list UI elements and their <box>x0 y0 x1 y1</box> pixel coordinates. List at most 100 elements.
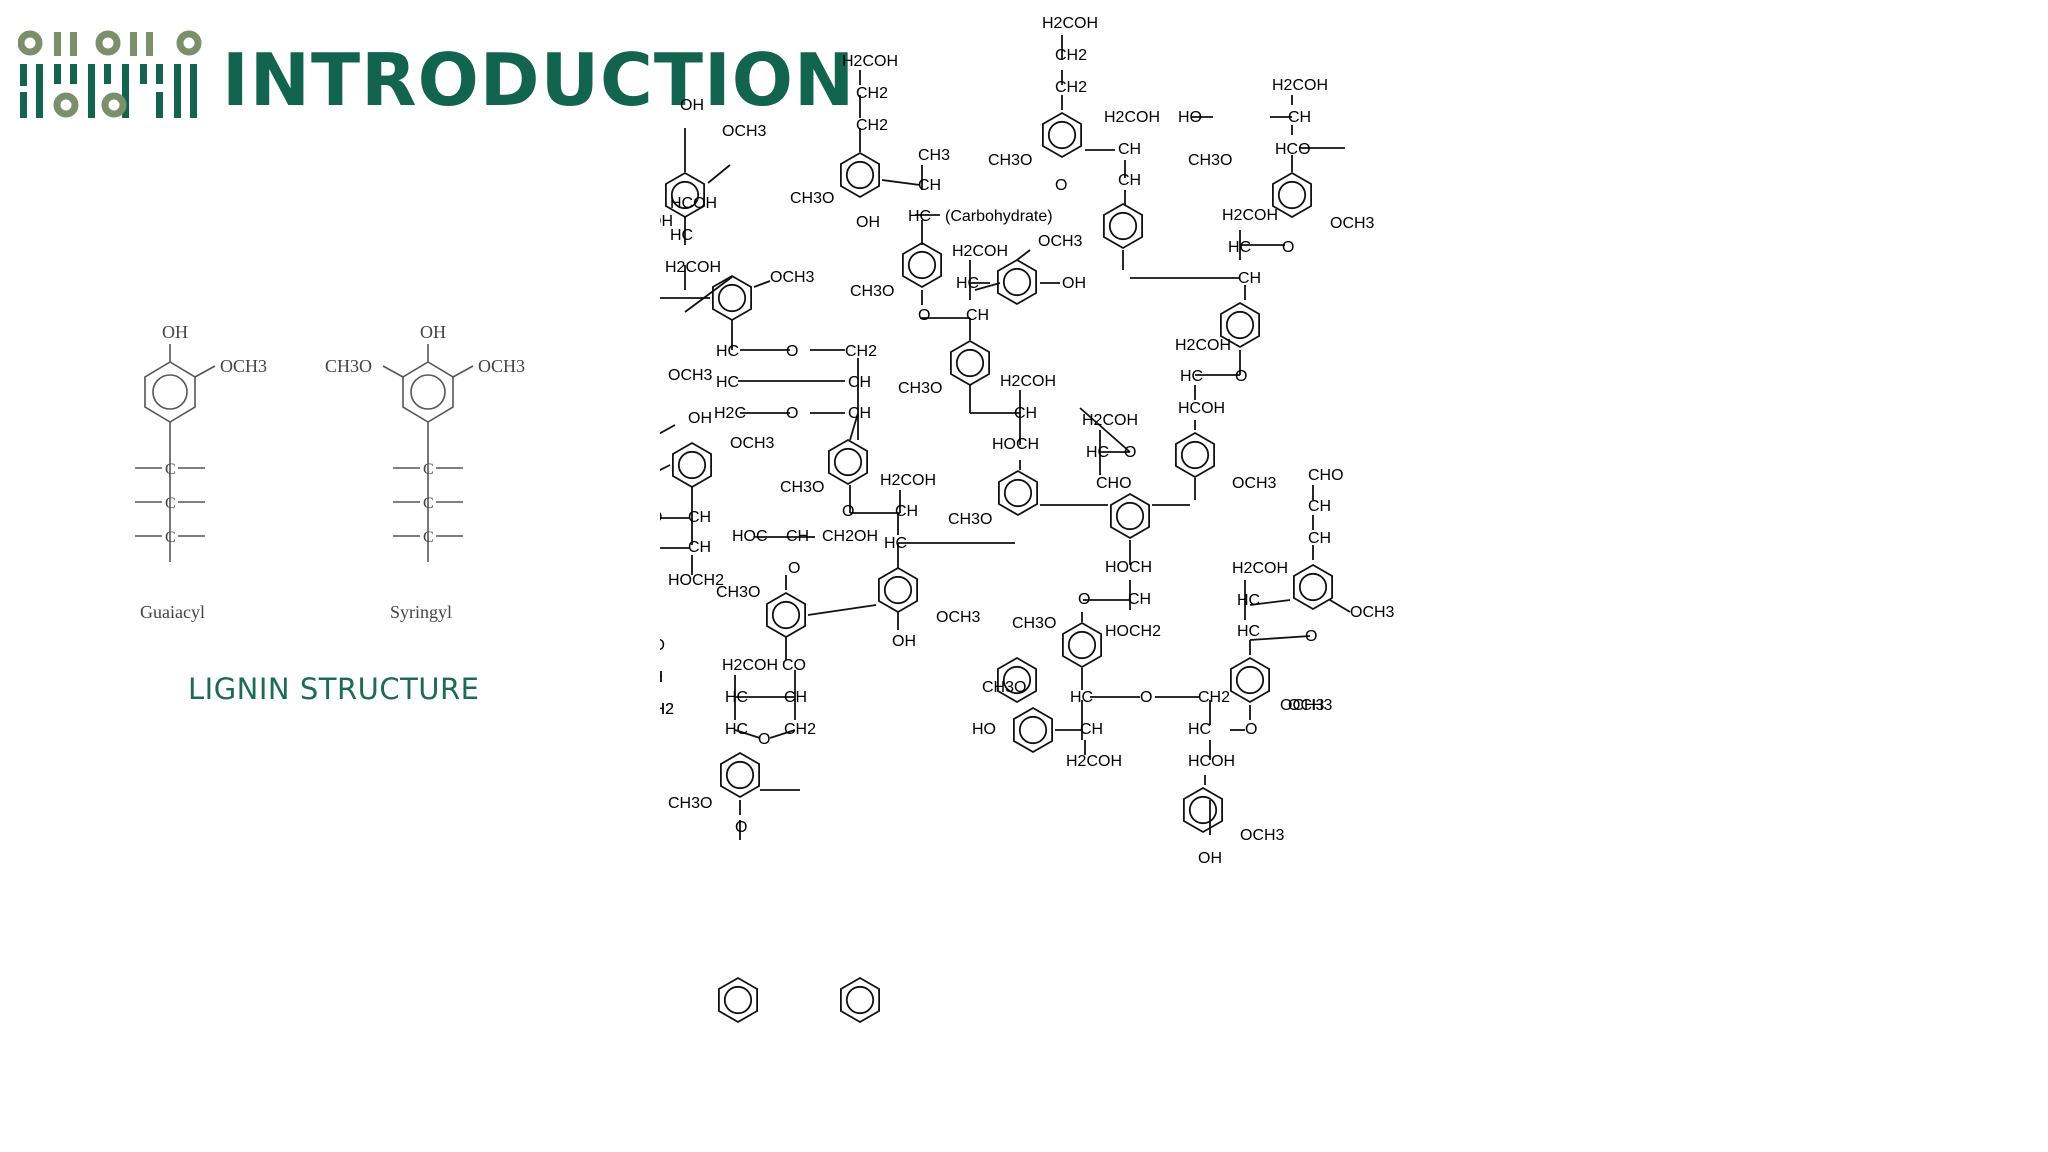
lignin-atom-label: OH <box>856 214 880 231</box>
lignin-atom-label: CH2 <box>1055 79 1087 96</box>
lignin-atom-label: H2COH <box>1222 207 1278 224</box>
bond-line <box>1329 599 1351 613</box>
lignin-atom-label: O <box>786 405 798 422</box>
lignin-atom-label: CH <box>1308 530 1331 547</box>
lignin-atom-label: HC <box>908 208 931 225</box>
monomer-structures: OH OCH3 C C C Guaiacyl OH CH3O OCH3 C C … <box>135 322 525 622</box>
lignin-atom-label: OH <box>892 633 916 650</box>
lignin-atom-label: H2COH <box>665 259 721 276</box>
lignin-atom-label: HOCH <box>1105 559 1152 576</box>
lignin-atom-label: OH <box>1062 275 1086 292</box>
aromatic-ring-inner <box>1298 572 1328 602</box>
aromatic-ring-inner <box>833 447 863 477</box>
lignin-atom-label: CH <box>895 503 918 520</box>
lignin-atom-label: H2COH <box>722 657 778 674</box>
aromatic-ring-inner <box>1003 478 1033 508</box>
aromatic-ring <box>1109 492 1151 540</box>
lignin-atom-label: CH <box>784 689 807 706</box>
lignin-atom-label: CH3O <box>1012 615 1056 632</box>
lignin-atom-label: CH <box>660 669 663 686</box>
aromatic-ring-inner <box>771 600 801 630</box>
lignin-atom-label: HO <box>1178 109 1202 126</box>
aromatic-ring-inner <box>725 760 755 790</box>
lignin-atom-label: HCOH <box>1188 753 1235 770</box>
syringyl-structure <box>382 344 474 562</box>
lignin-atom-label: (Carbohydrate) <box>945 208 1053 225</box>
aromatic-ring <box>839 976 881 1024</box>
lignin-atom-label: H2COH <box>1272 77 1328 94</box>
lignin-atom-label: CH <box>688 509 711 526</box>
aromatic-ring <box>1220 301 1260 349</box>
lignin-atom-label: CH <box>1014 405 1037 422</box>
aromatic-ring-inner <box>845 160 875 190</box>
lignin-atom-label: HCO <box>1275 141 1311 158</box>
bond-line <box>881 179 921 186</box>
lignin-atom-label: H2COH <box>1232 560 1288 577</box>
syringyl-och3-right-label: OCH3 <box>478 356 525 376</box>
bond-line <box>807 604 877 616</box>
aromatic-ring <box>1183 786 1223 834</box>
bond-line <box>684 276 733 313</box>
lignin-atom-label: CH3O <box>780 479 824 496</box>
lignin-atom-label: CO <box>660 637 665 654</box>
aromatic-ring-inner <box>1067 630 1097 660</box>
lignin-atom-label: O <box>758 731 770 748</box>
aromatic-ring <box>901 241 943 289</box>
lignin-atom-label: H2C <box>714 405 746 422</box>
lignin-atom-label: HC <box>1237 623 1260 640</box>
aromatic-ring <box>996 656 1038 704</box>
lignin-atom-label: O <box>1282 239 1294 256</box>
lignin-atom-label: CH <box>966 307 989 324</box>
aromatic-ring <box>1102 202 1144 250</box>
lignin-atom-label: HC <box>716 343 739 360</box>
guaiacyl-name: Guaiacyl <box>140 602 205 622</box>
lignin-atom-label: O <box>1055 177 1067 194</box>
lignin-atom-label: CH3 <box>918 147 950 164</box>
aromatic-ring-inner <box>677 450 707 480</box>
guaiacyl-carbon-2: C <box>165 495 176 512</box>
lignin-atom-label: CH2 <box>845 343 877 360</box>
lignin-atom-label: CHO <box>1308 467 1344 484</box>
lignin-atom-label: CH2 <box>856 117 888 134</box>
lignin-atom-label: CH <box>848 405 871 422</box>
aromatic-ring-inner <box>670 180 700 210</box>
aromatic-ring-inner <box>1235 665 1265 695</box>
lignin-atom-label: O <box>842 503 854 520</box>
lignin-atom-label: CH2OH <box>660 213 673 230</box>
lignin-atom-label: HC <box>670 227 693 244</box>
bond-line <box>1249 635 1311 641</box>
lignin-atom-label: HC <box>1086 444 1109 461</box>
bond-line <box>753 280 771 288</box>
lignin-atom-label: H2COH <box>1104 109 1160 126</box>
aromatic-ring <box>839 151 881 199</box>
lignin-atom-label: CH <box>1288 109 1311 126</box>
page-title: INTRODUCTION <box>222 38 856 122</box>
lignin-structure-caption: LIGNIN STRUCTURE <box>188 672 480 706</box>
lignin-atom-label: O <box>786 343 798 360</box>
lignin-atom-label: HOCH <box>992 436 1039 453</box>
syringyl-carbon-3: C <box>423 529 434 546</box>
aromatic-ring <box>1175 431 1215 479</box>
lignin-atom-label: HC <box>725 689 748 706</box>
lignin-atom-label: CH <box>1308 498 1331 515</box>
lignin-atom-label: H2COH <box>1066 753 1122 770</box>
lignin-atom-label: HCOH <box>670 195 717 212</box>
aromatic-ring <box>1230 656 1270 704</box>
lignin-atom-label: CH <box>848 374 871 391</box>
lignin-atom-label: OCH3 <box>668 367 713 384</box>
lignin-atom-label: HC <box>1180 368 1203 385</box>
lignin-atom-label: CH3O <box>1188 152 1232 169</box>
lignin-atom-label: HC <box>956 275 979 292</box>
aromatic-ring <box>1012 706 1054 754</box>
lignin-atom-label: OCH3 <box>1350 604 1395 621</box>
lignin-atom-label: CH3O <box>790 190 834 207</box>
bond-line <box>734 729 761 739</box>
guaiacyl-oh-label: OH <box>162 322 188 342</box>
lignin-atom-label: CO <box>782 657 806 674</box>
bond-line <box>1249 599 1291 606</box>
aromatic-ring-inner <box>1047 120 1077 150</box>
aromatic-ring <box>996 258 1038 306</box>
lignin-atom-label: CH3O <box>850 283 894 300</box>
lignin-atom-label: H2COH <box>1082 412 1138 429</box>
